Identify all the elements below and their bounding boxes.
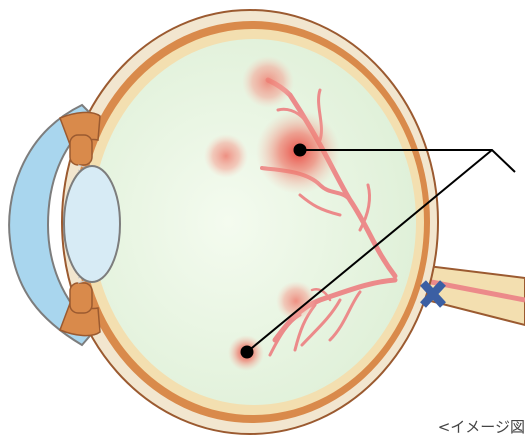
hemorrhage-top (242, 56, 294, 108)
lens (64, 166, 120, 282)
ciliary-upper (70, 135, 92, 165)
hemorrhage-left (204, 134, 248, 178)
dot-icon (241, 346, 254, 359)
dot-icon (294, 144, 307, 157)
ciliary-lower (70, 283, 92, 313)
caption: <イメージ図 (438, 418, 525, 436)
